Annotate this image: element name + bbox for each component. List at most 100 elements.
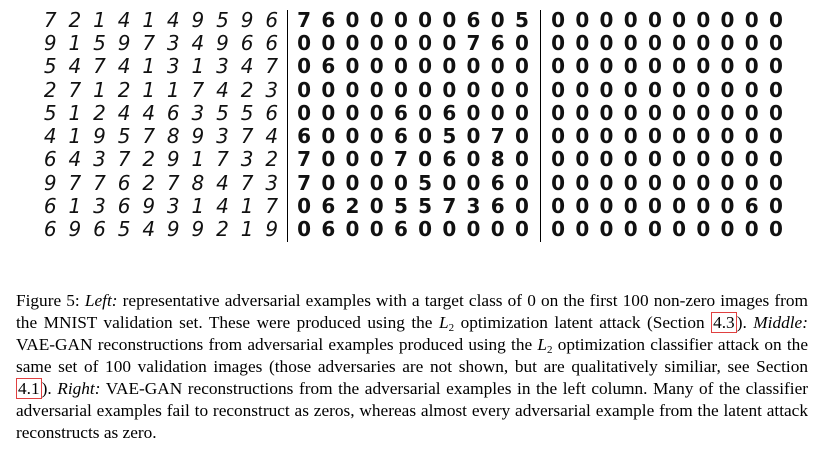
digit-image: 0 [647, 54, 662, 79]
digit-image: 0 [672, 217, 687, 242]
digit-image: 0 [672, 147, 687, 172]
digit-image: 0 [623, 30, 638, 55]
digit-image: 9 [191, 124, 205, 149]
digit-image: 6 [442, 100, 457, 125]
digit-image: 3 [466, 194, 481, 219]
digit-image: 7 [240, 124, 254, 149]
digit-image: 5 [93, 30, 106, 55]
digit-image: 0 [623, 147, 638, 172]
digit-image: 0 [696, 170, 711, 195]
digit-image: 0 [720, 100, 735, 125]
digit-image: 0 [768, 77, 783, 102]
digit-image: 6 [93, 217, 106, 242]
digit-image: 2 [93, 100, 106, 125]
digit-image: 0 [369, 170, 384, 195]
section-reference-link[interactable]: 4.3 [711, 312, 737, 333]
digit-image: 0 [369, 217, 384, 242]
digit-image: 1 [93, 7, 106, 32]
digit-image: 7 [142, 30, 156, 55]
digit-image: 0 [514, 124, 529, 149]
digit-image: 9 [240, 7, 254, 32]
digit-image: 0 [647, 7, 662, 32]
digit-image: 0 [466, 100, 481, 125]
digit-image: 0 [672, 77, 687, 102]
digit-image: 0 [647, 147, 662, 172]
digit-image: 0 [672, 194, 687, 219]
digit-image: 0 [345, 170, 360, 195]
caption-text: VAE-GAN reconstructions from adversarial… [16, 335, 538, 354]
digit-image: 7 [191, 77, 205, 102]
digit-image: 0 [768, 124, 783, 149]
digit-image: 6 [265, 30, 279, 55]
digit-image: 0 [369, 77, 384, 102]
digit-image: 0 [393, 170, 408, 195]
digit-image: 0 [442, 217, 457, 242]
digit-image: 0 [345, 7, 360, 32]
digit-image: 0 [696, 7, 711, 32]
digit-image: 5 [43, 100, 57, 125]
panel-separator [287, 10, 288, 242]
digit-image: 0 [623, 194, 638, 219]
digit-image: 5 [418, 194, 433, 219]
digit-image: 4 [265, 124, 279, 149]
digit-image: 0 [345, 124, 360, 149]
digit-image: 0 [647, 217, 662, 242]
digit-image: 6 [393, 217, 408, 242]
digit-image: 0 [514, 217, 529, 242]
digit-image: 0 [490, 100, 505, 125]
digit-image: 1 [142, 54, 156, 79]
digit-image: 0 [514, 170, 529, 195]
caption-text: representative adversarial examples with… [16, 291, 808, 332]
digit-image: 9 [43, 30, 57, 55]
digit-image: 4 [68, 147, 82, 172]
digit-image: 4 [117, 7, 131, 32]
digit-image: 3 [166, 30, 180, 55]
digit-image: 1 [142, 7, 156, 32]
digit-image: 0 [297, 30, 312, 55]
figure-caption: Figure 5: Left: representative adversari… [16, 290, 808, 444]
digit-image: 0 [720, 54, 735, 79]
digit-image: 0 [599, 147, 614, 172]
digit-image: 0 [672, 54, 687, 79]
digit-image: 4 [240, 54, 254, 79]
digit-image: 0 [696, 217, 711, 242]
digit-image: 7 [297, 170, 312, 195]
digit-image: 6 [442, 147, 457, 172]
digit-image: 4 [216, 77, 229, 102]
digit-image: 6 [166, 100, 180, 125]
digit-image: 7 [93, 170, 106, 195]
digit-image: 0 [696, 54, 711, 79]
digit-image: 0 [418, 217, 433, 242]
digit-image: 1 [142, 77, 156, 102]
digit-image: 1 [191, 54, 205, 79]
digit-image: 0 [768, 54, 783, 79]
digit-image: 2 [68, 7, 82, 32]
section-reference-link[interactable]: 4.1 [16, 378, 42, 399]
digit-image: 0 [514, 30, 529, 55]
digit-image: 0 [321, 77, 336, 102]
digit-image: 0 [393, 30, 408, 55]
digit-image: 0 [551, 100, 566, 125]
digit-image: 0 [575, 100, 590, 125]
digit-image: 9 [216, 30, 229, 55]
digit-image: 3 [166, 54, 180, 79]
digit-image: 0 [744, 170, 759, 195]
digit-image: 6 [321, 54, 336, 79]
digit-image: 0 [514, 77, 529, 102]
digit-image: 4 [166, 7, 180, 32]
digit-image: 0 [418, 100, 433, 125]
digit-image: 0 [672, 124, 687, 149]
digit-image: 0 [393, 77, 408, 102]
digit-image: 2 [265, 147, 279, 172]
digit-image: 0 [623, 124, 638, 149]
digit-image: 7 [68, 170, 82, 195]
caption-right-label: Right: [57, 379, 101, 398]
digit-image: 5 [514, 7, 529, 32]
digit-image: 2 [345, 194, 360, 219]
digit-image: 0 [647, 100, 662, 125]
digit-image: 0 [623, 77, 638, 102]
digit-image: 3 [216, 54, 229, 79]
digit-image: 6 [466, 7, 481, 32]
